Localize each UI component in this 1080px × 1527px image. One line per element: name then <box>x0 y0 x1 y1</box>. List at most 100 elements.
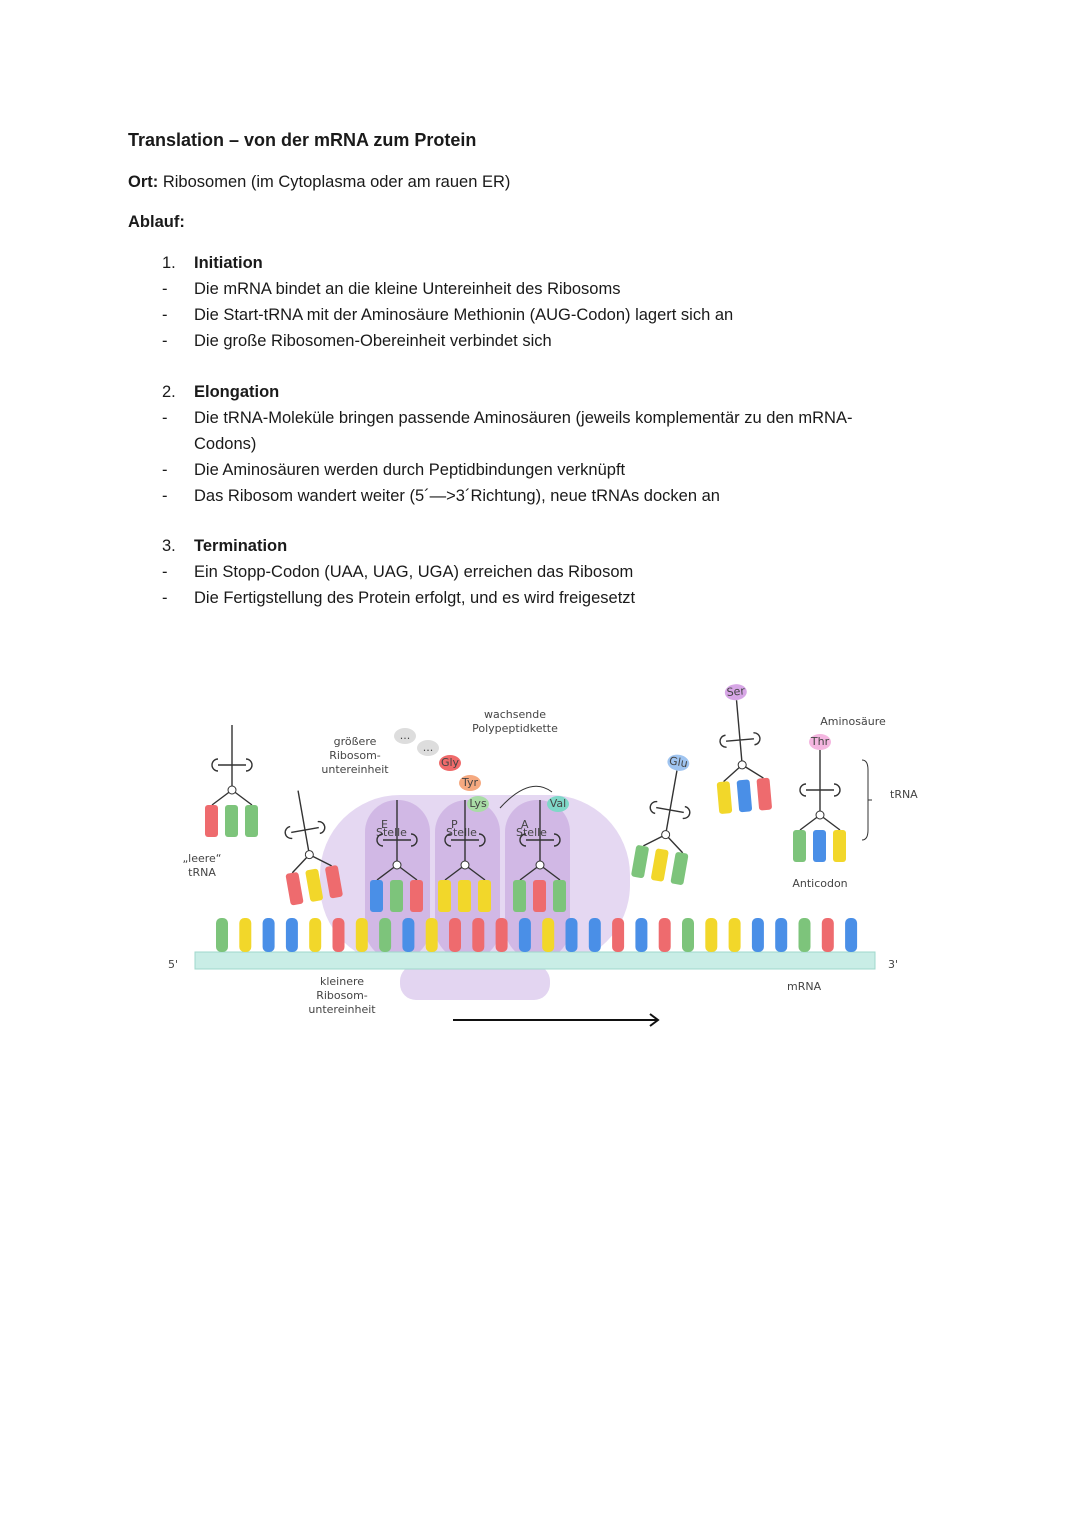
five-prime-label: 5' <box>168 958 178 971</box>
amino-acid-label: Glu <box>668 754 689 770</box>
process-label: Ablauf: <box>128 213 185 231</box>
bullet-dash: - <box>162 332 168 350</box>
trna: Glu <box>631 754 691 885</box>
location-label: Ort: <box>128 173 159 191</box>
trna-loop <box>460 860 470 870</box>
mrna-base <box>472 918 485 952</box>
mrna-base <box>635 918 648 952</box>
translation-diagram: EStellePStelleAStelle5'3'GluSerThr......… <box>168 684 918 1027</box>
trna <box>284 790 343 906</box>
anticodon-base <box>305 868 323 902</box>
phase-number: 2. <box>162 383 176 401</box>
anticodon-base <box>813 830 826 862</box>
anticodon-base <box>285 872 304 906</box>
site-word-label: Stelle <box>446 826 477 839</box>
mrna-base <box>309 918 322 952</box>
trna-loop <box>535 860 545 870</box>
mrna-base <box>775 918 788 952</box>
mrna-base <box>821 918 834 952</box>
phase-termination: 3. Termination - Ein Stopp-Codon (UAA, UAG… <box>162 533 922 611</box>
site-label: A <box>521 818 529 831</box>
trna-cloverleaf <box>799 750 841 831</box>
direction-arrow-icon <box>453 1013 660 1027</box>
mrna-strand <box>194 951 876 970</box>
anticodon-base <box>438 880 451 912</box>
anticodon-base <box>756 777 772 811</box>
anticodon-base <box>553 880 566 912</box>
anticodon-base <box>651 848 669 882</box>
empty-trna-label: „leere“ <box>182 852 221 865</box>
phase-name: Termination <box>194 537 288 555</box>
anticodon-base <box>533 880 546 912</box>
arrow-icon <box>499 785 553 809</box>
three-prime-label: 3' <box>888 958 898 971</box>
polypeptide-label: Polypeptidkette <box>472 722 558 735</box>
amino-acid <box>547 796 569 812</box>
amino-acid-caption: Aminosäure <box>820 715 886 728</box>
amino-acid <box>439 755 461 771</box>
trna-cloverleaf <box>444 800 486 881</box>
amino-acid-label: Ser <box>726 684 746 699</box>
trna-label: tRNA <box>890 788 918 801</box>
mrna-base <box>705 918 718 952</box>
trna-cloverleaf <box>211 725 253 806</box>
trna-loop <box>304 850 314 860</box>
mrna-base <box>682 918 694 952</box>
amino-acid-label: ... <box>400 729 411 742</box>
site-label: P <box>451 818 458 831</box>
small-subunit-label: untereinheit <box>308 1003 376 1016</box>
mrna-base <box>658 918 671 952</box>
anticodon-base <box>793 830 806 862</box>
anticodon-base <box>370 880 383 912</box>
trna-cloverleaf <box>284 790 332 874</box>
list-item: Ein Stopp-Codon (UAA, UAG, UGA) erreiche… <box>194 563 634 581</box>
phase-number: 1. <box>162 254 176 272</box>
anticodon-base <box>513 880 526 912</box>
trna-loop <box>815 810 825 820</box>
mrna-base <box>728 918 741 952</box>
list-item: Die tRNA-Moleküle bringen passende Amino… <box>194 409 853 453</box>
anticodon-base <box>736 779 753 813</box>
anticodon-base <box>716 781 733 814</box>
amino-acid <box>809 734 831 750</box>
anticodon-base <box>478 880 491 912</box>
phase-number: 3. <box>162 537 176 555</box>
anticodon-base <box>390 880 403 912</box>
anticodon-base <box>325 865 343 899</box>
small-subunit-label: kleinere <box>320 975 364 988</box>
mrna-base <box>612 918 625 952</box>
site-label: E <box>381 818 388 831</box>
mrna-base <box>495 918 508 952</box>
anticodon-base <box>458 880 471 912</box>
mrna-base <box>798 918 811 952</box>
amino-acid-label: Val <box>550 797 566 810</box>
trna-cloverleaf <box>719 700 764 783</box>
anticodon-base <box>205 805 218 837</box>
anticodon-base <box>833 830 846 862</box>
trna <box>370 800 423 912</box>
mrna-base <box>542 918 555 952</box>
location-line: Ort: Ribosomen (im Cytoplasma oder am ra… <box>128 173 510 192</box>
trna: Thr <box>793 734 846 862</box>
list-item: Die Fertigstellung des Protein erfolgt, … <box>194 589 636 607</box>
mrna-base <box>262 918 275 952</box>
phase-name: Elongation <box>194 383 280 401</box>
anticodon-label: Anticodon <box>792 877 847 890</box>
amino-acid <box>467 796 489 812</box>
small-subunit-label: Ribosom- <box>316 989 368 1002</box>
list-item: Das Ribosom wandert weiter (5´—>3´Richtu… <box>194 487 720 505</box>
bullet-dash: - <box>162 563 168 581</box>
mrna-base <box>425 918 438 952</box>
anticodon-base <box>410 880 423 912</box>
bullet-dash: - <box>162 409 168 427</box>
amino-acid <box>667 754 690 771</box>
large-subunit-label: Ribosom- <box>329 749 381 762</box>
bullet-dash: - <box>162 487 168 505</box>
trna: Ser <box>716 684 772 814</box>
list-item: Die mRNA bindet an die kleine Untereinhe… <box>194 280 621 298</box>
amino-acid <box>417 740 439 756</box>
polypeptide-label: wachsende <box>484 708 546 721</box>
mrna-base <box>332 918 345 952</box>
amino-acid-label: ... <box>423 741 434 754</box>
empty-trna-label: tRNA <box>188 866 216 879</box>
